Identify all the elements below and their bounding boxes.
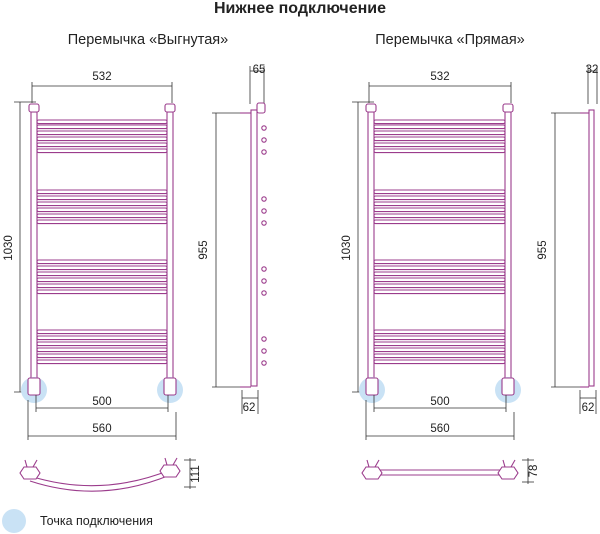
rail-rung [36,259,168,265]
rail-rung [373,124,506,130]
side-rung-end [261,290,267,296]
side-rung-end [261,137,267,143]
rail-rung [373,271,506,277]
rail-rung [373,359,506,365]
rail-rung [36,341,168,347]
rail-rung [373,136,506,142]
rail-rung [373,265,506,271]
dim-label-62-r: 62 [582,402,595,414]
page-title: Нижнее подключение [214,0,386,17]
rail-rung [373,148,506,154]
rail-rung [373,219,506,225]
side-rung-end [261,266,267,272]
side-rung-end [261,196,267,202]
rail-rung [36,329,168,335]
plan-view-curved: 111 [19,457,202,492]
side-rung-end [261,336,267,342]
rail-rung [36,124,168,130]
dim-top-width-curved: 532 [31,71,173,103]
rail-rung [36,335,168,341]
side-rung-end [261,220,267,226]
dim-label-955-r: 955 [537,240,549,259]
dim-label-32: 32 [586,64,599,76]
rail-rung [36,119,168,125]
legend: Точка подключения [2,509,153,533]
rail-rung [36,353,168,359]
dim-label-955: 955 [198,240,210,259]
dim-label-65: 65 [253,64,266,76]
dim-label-111: 111 [190,465,202,482]
rail-rung [373,347,506,353]
dim-label-500-r: 500 [430,396,449,408]
subtitle-straight: Перемычка «Прямая» [375,32,525,48]
rail-rung [373,283,506,289]
dim-label-532: 532 [92,71,111,83]
side-rung-end [261,278,267,284]
rail-rung [373,329,506,335]
rail-rung [36,148,168,154]
rail-rung [36,265,168,271]
legend-connection-swatch [2,509,26,533]
rail-rung [373,189,506,195]
legend-label: Точка подключения [40,514,153,528]
dim-label-532-r: 532 [430,71,449,83]
dim-label-560-r: 560 [430,423,449,435]
rail-rung [373,289,506,295]
side-rung-end [261,208,267,214]
rail-rung [36,207,168,213]
side-rung-end [261,125,267,131]
rail-rung [36,213,168,219]
side-view-straight: 32 955 62 [537,64,598,414]
rail-rung [36,130,168,136]
rail-rung [373,277,506,283]
rail-rung [36,201,168,207]
dim-outer-curved: 560 [27,400,177,440]
rail-rung [373,259,506,265]
rail-rung [373,130,506,136]
side-rung-end [261,360,267,366]
rail-rung [36,283,168,289]
rail-rung [373,213,506,219]
side-view-curved: 65 955 62 [198,64,267,414]
rail-rung [36,189,168,195]
variant-curved: Перемычка «Выгнутая» 532 1030 [3,32,267,492]
side-rung-end [261,149,267,155]
front-view-curved [28,103,176,381]
dim-label-78: 78 [528,465,540,478]
rail-rung [373,119,506,125]
dim-top-width-straight: 532 [368,71,512,103]
plan-view-straight: 78 [361,458,540,484]
dim-outer-straight: 560 [365,400,515,440]
rail-rung [36,271,168,277]
rail-rung [373,142,506,148]
dim-height-straight: 1030 [341,101,374,393]
rail-rung [373,341,506,347]
rail-rung [36,136,168,142]
variant-straight: Перемычка «Прямая» 532 1030 [341,32,598,484]
rail-rung [373,201,506,207]
rail-rung [373,335,506,341]
rail-rung [36,142,168,148]
dim-label-62: 62 [243,402,256,414]
dim-inner-straight: 500 [373,395,507,412]
rail-rung [36,195,168,201]
rail-rung [36,289,168,295]
rail-rung [36,219,168,225]
dim-label-1030: 1030 [3,235,15,261]
subtitle-curved: Перемычка «Выгнутая» [68,32,228,48]
rail-rung [373,195,506,201]
rail-rung [373,207,506,213]
rail-rung [36,359,168,365]
rail-rung [373,353,506,359]
dim-label-500: 500 [92,396,111,408]
dim-label-560: 560 [92,423,111,435]
rail-rung [36,277,168,283]
dim-label-1030-r: 1030 [341,235,353,261]
front-view-straight [365,103,514,381]
side-rung-end [261,348,267,354]
rail-rung [36,347,168,353]
dim-inner-curved: 500 [35,395,169,412]
